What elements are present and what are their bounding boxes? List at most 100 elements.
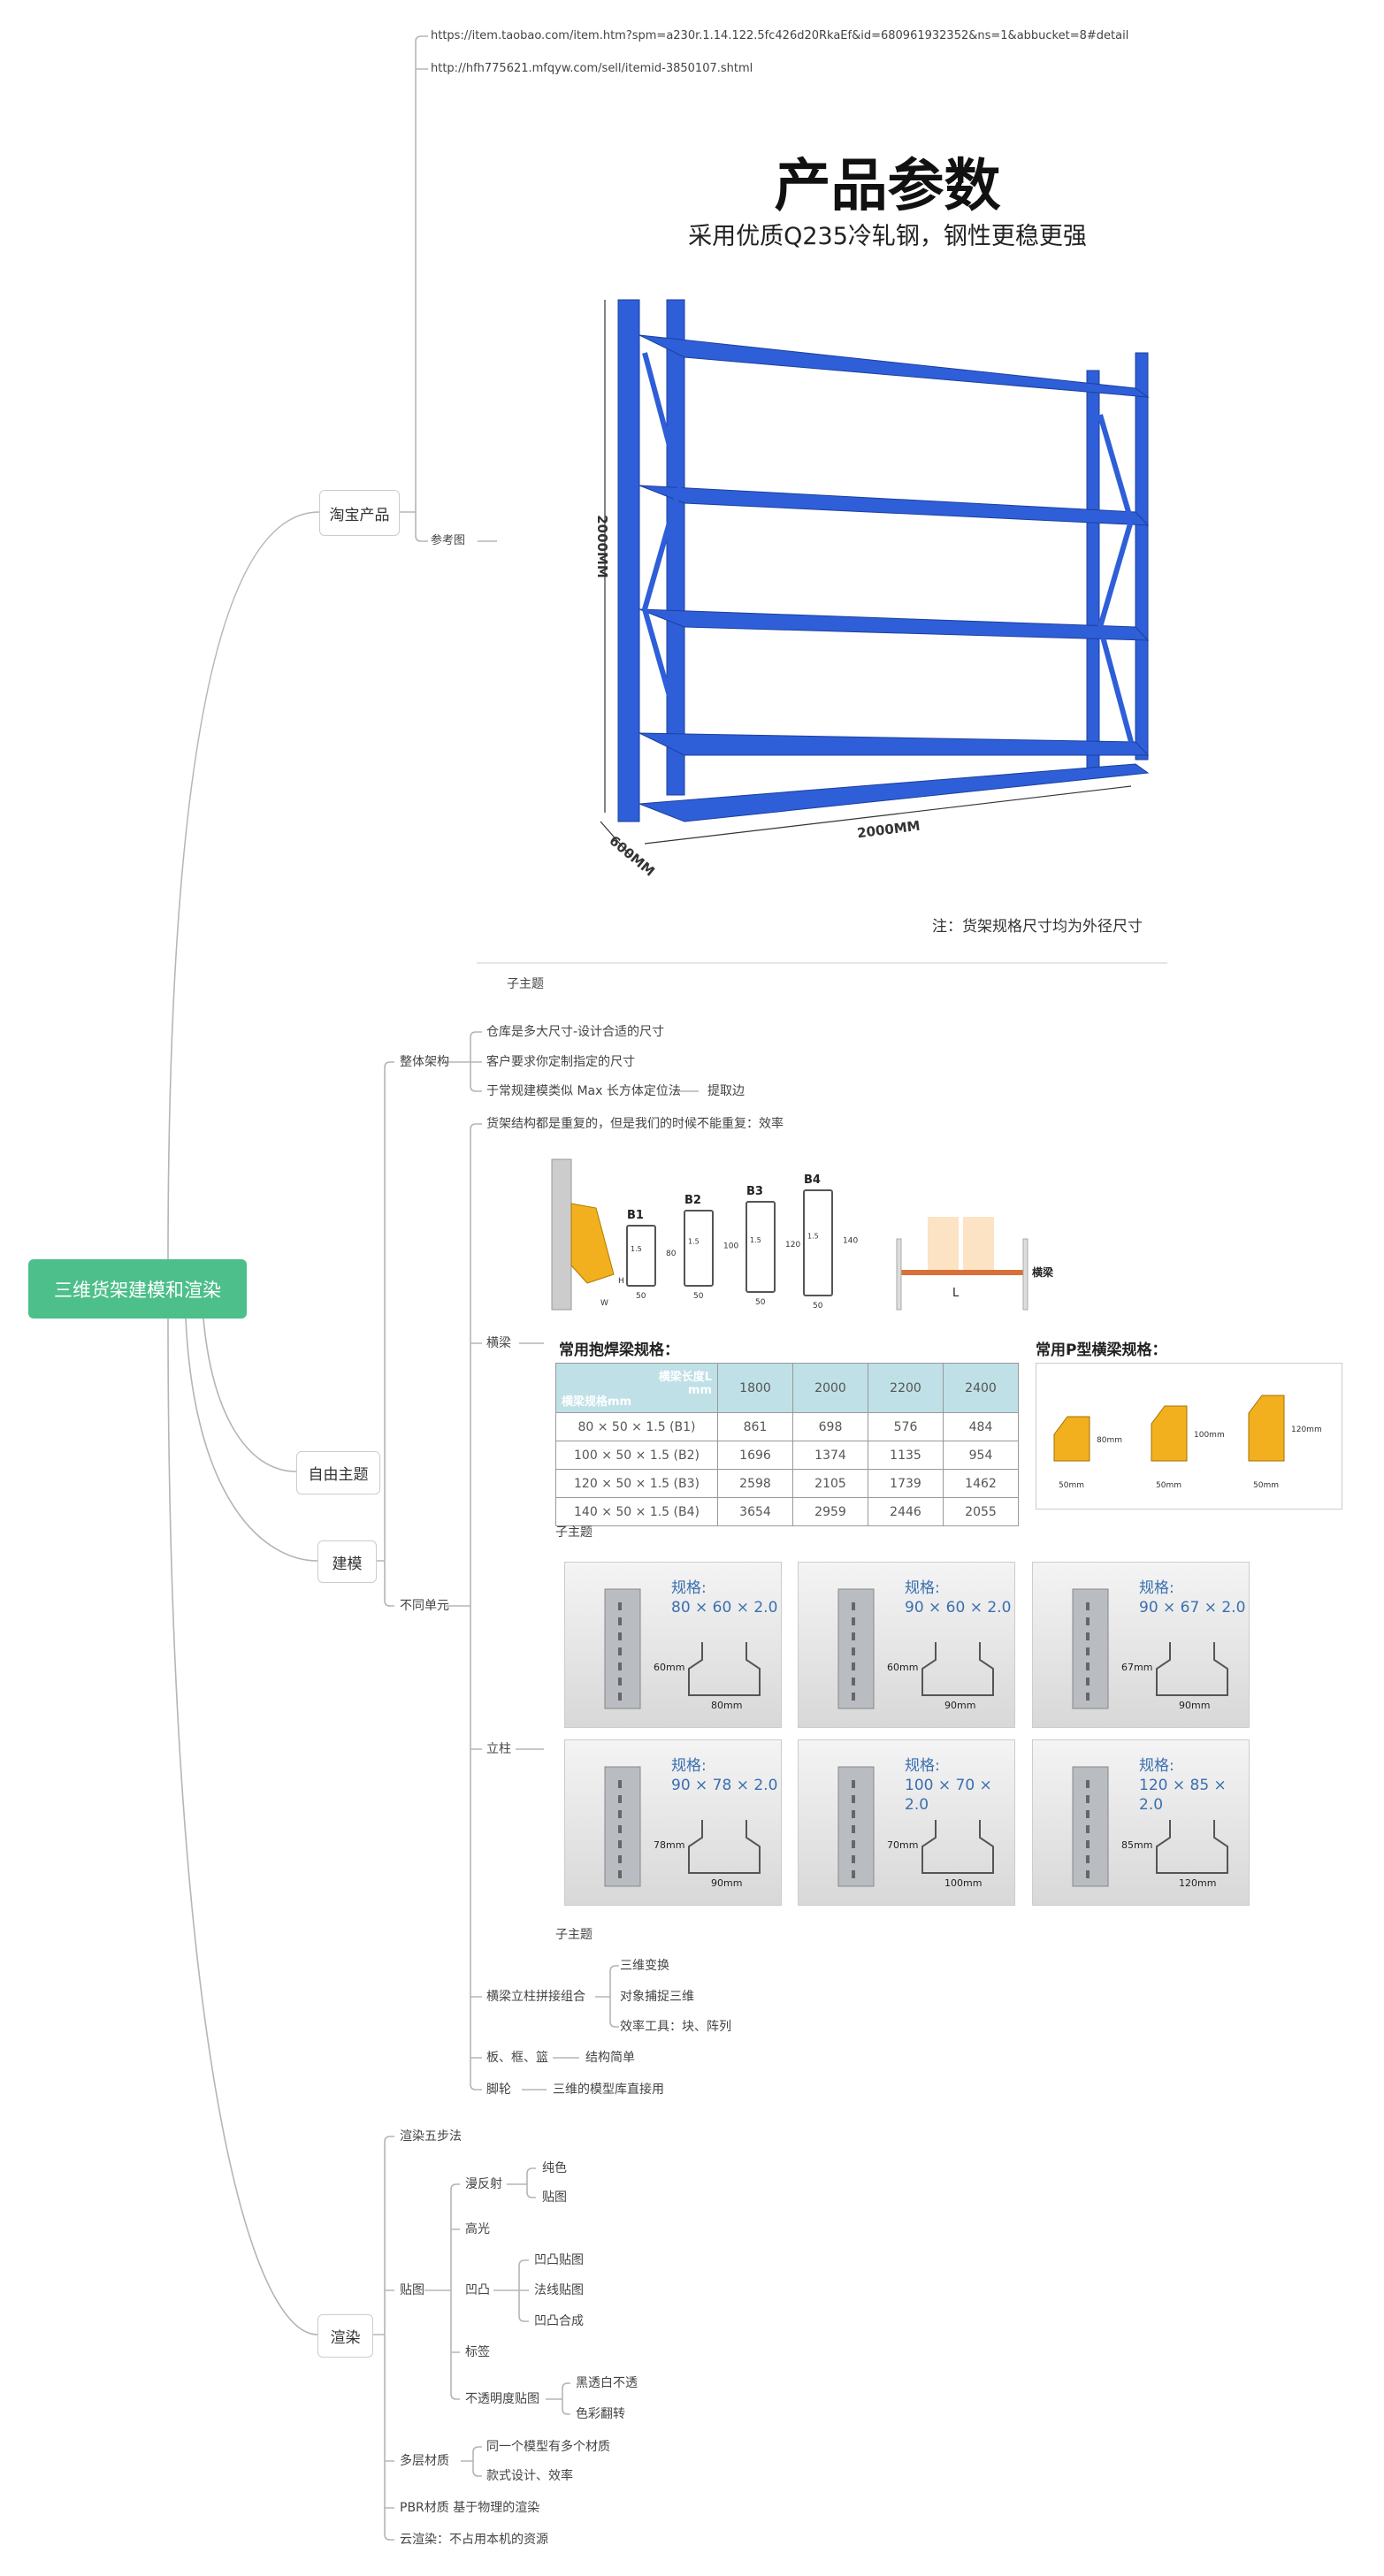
- upright-width: 100mm: [944, 1877, 983, 1889]
- table-cell: 2598: [717, 1469, 793, 1498]
- topic-item[interactable]: 效率工具：块、阵列: [620, 2020, 731, 2034]
- topic-reference-image[interactable]: 参考图: [431, 534, 466, 547]
- upright-spec: 规格:100 × 70 × 2.0: [905, 1757, 992, 1814]
- upright-card: 规格:80 × 60 × 2.0 60mm 80mm: [564, 1562, 782, 1728]
- topic-beam[interactable]: 横梁: [486, 1336, 511, 1350]
- subtopic-3[interactable]: 子主题: [555, 1928, 593, 1942]
- section-outline: [803, 1189, 833, 1296]
- upright-depth: 60mm: [654, 1662, 685, 1673]
- topic-item[interactable]: 结构简单: [585, 2051, 635, 2065]
- topic-caster[interactable]: 脚轮: [486, 2083, 511, 2097]
- section-width: 50: [755, 1298, 766, 1307]
- link-mfqyw-item[interactable]: http://hfh775621.mfqyw.com/sell/itemid-3…: [431, 62, 753, 75]
- topic-diffuse[interactable]: 漫反射: [465, 2177, 502, 2191]
- topic-texture[interactable]: 贴图: [400, 2283, 424, 2297]
- table-cell: 2105: [792, 1469, 868, 1498]
- beam-sections-drawing: B180501.5B2100501.5B3120501.5B4140501.5H…: [551, 1158, 1053, 1311]
- upright-profile: [1072, 1588, 1228, 1709]
- table-cell: 1374: [792, 1441, 868, 1470]
- root-node[interactable]: 三维货架建模和渲染: [28, 1259, 247, 1319]
- topic-bump[interactable]: 凹凸: [465, 2283, 490, 2297]
- upright-spec: 规格:90 × 78 × 2.0: [671, 1757, 778, 1794]
- section-thickness: 1.5: [631, 1245, 642, 1253]
- topic-item[interactable]: 纯色: [542, 2161, 567, 2175]
- table-cell: 1462: [943, 1469, 1019, 1498]
- length-label: L: [952, 1287, 960, 1300]
- topic-item[interactable]: 法线贴图: [534, 2283, 584, 2297]
- subtopic-2[interactable]: 子主题: [555, 1525, 593, 1540]
- row-spec: 80 × 50 × 1.5 (B1): [555, 1412, 718, 1441]
- topic-cloud-render[interactable]: 云渲染：不占用本机的资源: [400, 2533, 548, 2547]
- section-outline: [746, 1201, 776, 1293]
- topic-item[interactable]: 仓库是多大尺寸-设计合适的尺寸: [486, 1025, 665, 1039]
- topic-item[interactable]: 色彩翻转: [576, 2407, 625, 2421]
- topic-item[interactable]: 凹凸贴图: [534, 2253, 584, 2267]
- section-name: B3: [746, 1185, 763, 1198]
- topic-item[interactable]: 三维变换: [620, 1959, 669, 1973]
- section-outline: [684, 1210, 714, 1287]
- column-header: 2200: [868, 1363, 944, 1413]
- p-beam-height: 80mm: [1097, 1436, 1122, 1445]
- topic-multi-material[interactable]: 多层材质: [400, 2454, 449, 2468]
- upright-drawing: [551, 1158, 572, 1311]
- section-height: 80: [666, 1250, 677, 1258]
- topic-item[interactable]: 客户要求你定制指定的尺寸: [486, 1055, 635, 1069]
- topic-combine[interactable]: 横梁立柱拼接组合: [486, 1990, 585, 2004]
- topic-item[interactable]: 同一个模型有多个材质: [486, 2440, 610, 2454]
- dimension-note: 注：货架规格尺寸均为外径尺寸: [932, 918, 1143, 936]
- topic-item[interactable]: 黑透白不透: [576, 2376, 638, 2390]
- topic-item[interactable]: 对象捕捉三维: [620, 1990, 694, 2004]
- row-spec: 120 × 50 × 1.5 (B3): [555, 1469, 718, 1498]
- row-spec: 140 × 50 × 1.5 (B4): [555, 1497, 718, 1526]
- table-cell: 1135: [868, 1441, 944, 1470]
- upright-spec: 规格:80 × 60 × 2.0: [671, 1579, 778, 1617]
- upright-spec: 规格:120 × 85 × 2.0: [1139, 1757, 1227, 1814]
- p-beam-width: 50mm: [1253, 1481, 1279, 1490]
- link-taobao-item[interactable]: https://item.taobao.com/item.htm?spm=a23…: [431, 29, 1129, 42]
- row-spec: 100 × 50 × 1.5 (B2): [555, 1441, 718, 1470]
- topic-tag[interactable]: 标签: [465, 2345, 490, 2359]
- upright-profile: [837, 1588, 994, 1709]
- upright-profile: [604, 1588, 761, 1709]
- topic-different-units[interactable]: 不同单元: [400, 1599, 449, 1613]
- topic-item[interactable]: 三维的模型库直接用: [553, 2083, 664, 2097]
- product-title: 产品参数: [774, 154, 1001, 219]
- column-header: 1800: [717, 1363, 793, 1413]
- subtopic-1[interactable]: 子主题: [507, 977, 544, 991]
- topic-overall-structure[interactable]: 整体架构: [400, 1055, 449, 1069]
- topic-upright[interactable]: 立柱: [486, 1742, 511, 1756]
- topic-item[interactable]: 凹凸合成: [534, 2314, 584, 2328]
- topic-render-steps[interactable]: 渲染五步法: [400, 2129, 462, 2144]
- p-beam-shape: [1151, 1405, 1188, 1462]
- topic-extract-edge[interactable]: 提取边: [707, 1084, 745, 1098]
- node-render[interactable]: 渲染: [317, 2314, 373, 2358]
- topic-efficiency-note[interactable]: 货架结构都是重复的，但是我们的时候不能重复：效率: [486, 1117, 784, 1131]
- section-height: 100: [723, 1242, 738, 1251]
- topic-item[interactable]: 款式设计、效率: [486, 2469, 573, 2483]
- topic-item[interactable]: 于常规建模类似 Max 长方体定位法: [486, 1084, 681, 1098]
- node-free-topic[interactable]: 自由主题: [296, 1451, 380, 1494]
- topic-specular[interactable]: 高光: [465, 2222, 490, 2236]
- topic-item[interactable]: 贴图: [542, 2190, 567, 2205]
- upright-spec: 规格:90 × 60 × 2.0: [905, 1579, 1012, 1617]
- topic-opacity[interactable]: 不透明度贴图: [465, 2392, 539, 2406]
- node-taobao-products[interactable]: 淘宝产品: [319, 490, 400, 536]
- topic-board[interactable]: 板、框、篮: [486, 2051, 548, 2065]
- node-modeling[interactable]: 建模: [317, 1540, 377, 1583]
- topic-pbr[interactable]: PBR材质 基于物理的渲染: [400, 2501, 540, 2515]
- column-header: 2400: [943, 1363, 1019, 1413]
- table-cell: 1739: [868, 1469, 944, 1498]
- table-cell: 861: [717, 1412, 793, 1441]
- upright-card: 规格:100 × 70 × 2.0 70mm 100mm: [798, 1739, 1015, 1906]
- p-beam-height: 120mm: [1291, 1426, 1322, 1434]
- section-name: B2: [684, 1194, 701, 1207]
- upright-depth: 70mm: [887, 1839, 919, 1851]
- upright-width: 80mm: [711, 1700, 743, 1711]
